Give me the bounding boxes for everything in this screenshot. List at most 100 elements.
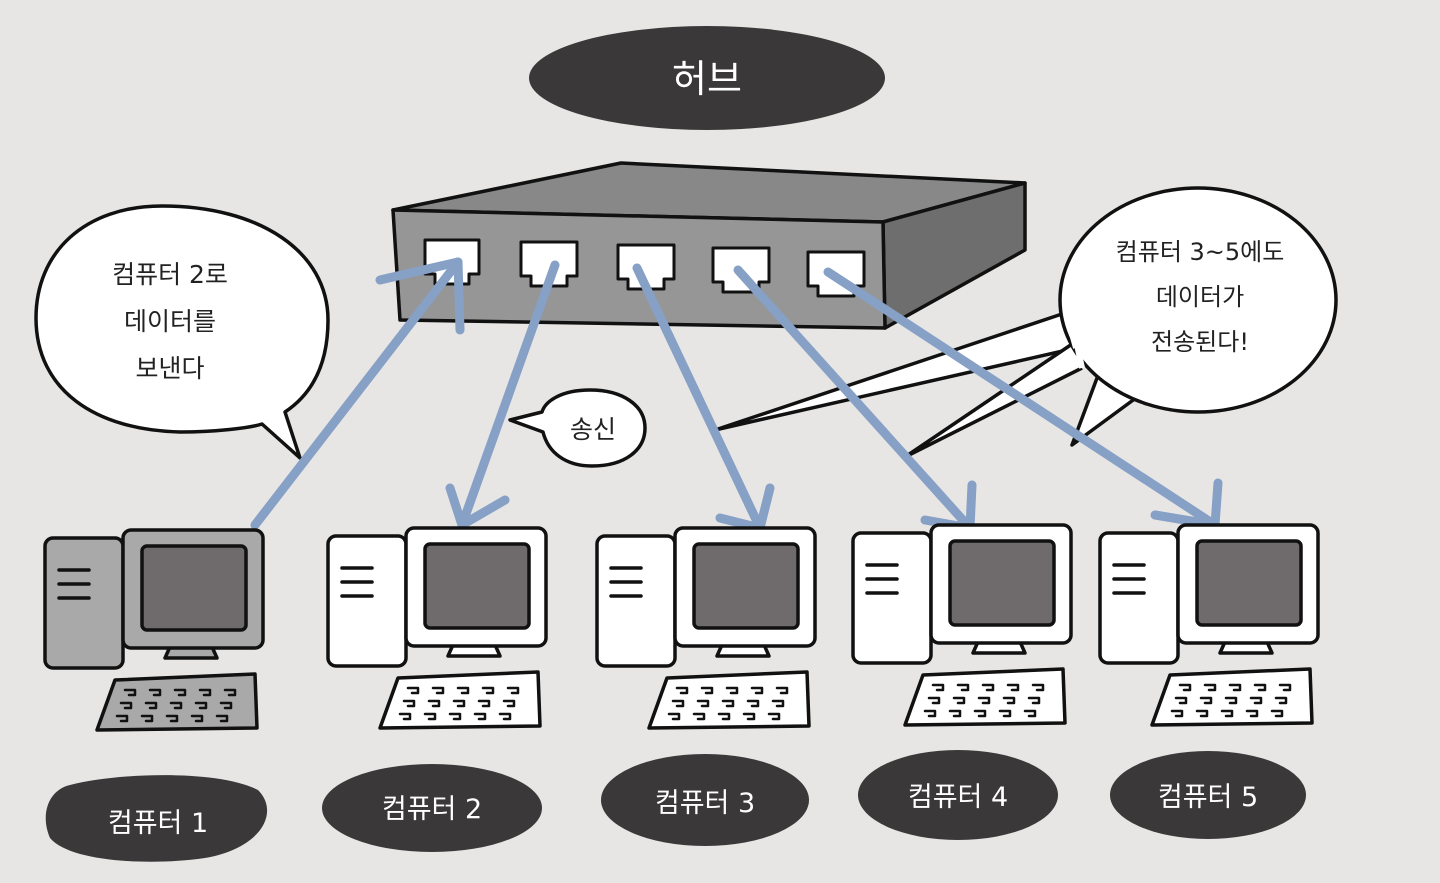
keyboard-key — [431, 686, 445, 695]
speech-send-label: 송신 — [570, 415, 616, 444]
keyboard-key — [923, 709, 937, 718]
keyboard-key — [1203, 683, 1217, 692]
keyboard-key — [671, 699, 685, 708]
keyboard-key — [750, 686, 764, 695]
keyboard-key — [427, 699, 441, 708]
hub-device — [391, 161, 1027, 330]
keyboard-key — [456, 686, 470, 695]
keyboard-key — [1220, 709, 1234, 718]
arrow-computer1-to-hub — [250, 257, 465, 530]
keyboard-key — [402, 699, 416, 708]
computer-label: 컴퓨터 5 — [1158, 782, 1258, 813]
keyboard-key — [115, 714, 129, 723]
keyboard-key — [502, 699, 516, 708]
keyboard-key — [1249, 696, 1263, 705]
monitor-screen — [948, 539, 1056, 627]
keyboard-key — [398, 712, 412, 721]
keyboard-key — [473, 712, 487, 721]
computer-label: 컴퓨터 4 — [908, 782, 1008, 813]
keyboard-key — [973, 709, 987, 718]
tower-case — [851, 531, 933, 665]
monitor-screen — [423, 542, 531, 630]
keyboard-key — [692, 712, 706, 721]
keyboard-key — [1178, 683, 1192, 692]
computer-row — [43, 523, 1320, 732]
speech-broadcast-line: 컴퓨터 3~5에도 — [1116, 238, 1285, 266]
keyboard-key — [771, 699, 785, 708]
speech-sender-line: 데이터를 — [124, 307, 216, 336]
hub-title: 허브 — [672, 57, 742, 101]
computer-5 — [1098, 523, 1320, 727]
keyboard-key — [998, 709, 1012, 718]
keyboard-key — [481, 686, 495, 695]
monitor-screen — [1195, 539, 1303, 627]
keyboard-key — [219, 701, 233, 710]
speech-broadcast-line: 데이터가 — [1156, 283, 1244, 311]
computer-1 — [43, 528, 265, 732]
keyboard-key — [1174, 696, 1188, 705]
keyboard-key — [775, 686, 789, 695]
keyboard-key — [1224, 696, 1238, 705]
keyboard-key — [981, 683, 995, 692]
keyboard-key — [406, 686, 420, 695]
keyboard-key — [675, 686, 689, 695]
computer-3 — [595, 526, 817, 730]
keyboard-key — [448, 712, 462, 721]
speech-sender-line: 보낸다 — [135, 354, 204, 383]
keyboard-key — [717, 712, 731, 721]
keyboard-key — [1253, 683, 1267, 692]
tower-case — [326, 534, 408, 668]
speech-bubble-broadcast: 컴퓨터 3~5에도 데이터가 전송된다! — [713, 186, 1338, 459]
monitor-screen — [140, 544, 248, 632]
keyboard-key — [140, 714, 154, 723]
keyboard-key — [977, 696, 991, 705]
keyboard-key — [173, 688, 187, 697]
computer-label-badge: 컴퓨터 4 — [858, 750, 1058, 840]
keyboard-key — [931, 683, 945, 692]
tower-case — [1098, 531, 1180, 665]
keyboard-key — [696, 699, 710, 708]
keyboard-key — [700, 686, 714, 695]
monitor-screen — [692, 542, 800, 630]
computer-label: 컴퓨터 3 — [655, 788, 755, 819]
keyboard-key — [952, 696, 966, 705]
speech-bubble-send: 송신 — [508, 388, 647, 468]
keyboard-key — [742, 712, 756, 721]
keyboard-key — [452, 699, 466, 708]
speech-bubble-sender: 컴퓨터 2로 데이터를 보낸다 — [34, 204, 330, 460]
keyboard-key — [1027, 696, 1041, 705]
computer-label: 컴퓨터 2 — [382, 794, 482, 825]
keyboard-key — [948, 709, 962, 718]
keyboard-key — [506, 686, 520, 695]
computer-labels: 컴퓨터 1 컴퓨터 2 컴퓨터 3 컴퓨터 4 컴퓨터 5 — [45, 750, 1306, 862]
computer-label-badge: 컴퓨터 3 — [601, 754, 809, 846]
computer-label: 컴퓨터 1 — [108, 808, 208, 839]
keyboard-key — [1270, 709, 1284, 718]
data-flow-arrows — [250, 257, 1223, 533]
keyboard-key — [148, 688, 162, 697]
keyboard-key — [1228, 683, 1242, 692]
tower-case — [43, 536, 125, 670]
keyboard-key — [1002, 696, 1016, 705]
keyboard-key — [165, 714, 179, 723]
keyboard-key — [169, 701, 183, 710]
speech-sender-line: 컴퓨터 2로 — [112, 260, 228, 289]
keyboard-key — [223, 688, 237, 697]
keyboard-key — [746, 699, 760, 708]
hub-title-badge: 허브 — [529, 26, 885, 130]
keyboard-key — [1274, 696, 1288, 705]
keyboard-key — [423, 712, 437, 721]
keyboard-key — [1170, 709, 1184, 718]
computer-4 — [851, 523, 1073, 727]
keyboard-key — [498, 712, 512, 721]
speech-broadcast-line: 전송된다! — [1151, 328, 1249, 356]
computer-label-badge: 컴퓨터 2 — [322, 764, 542, 852]
computer-label-badge: 컴퓨터 5 — [1110, 751, 1306, 839]
keyboard-key — [190, 714, 204, 723]
keyboard-key — [721, 699, 735, 708]
keyboard-key — [1195, 709, 1209, 718]
keyboard-key — [1199, 696, 1213, 705]
keyboard-key — [956, 683, 970, 692]
